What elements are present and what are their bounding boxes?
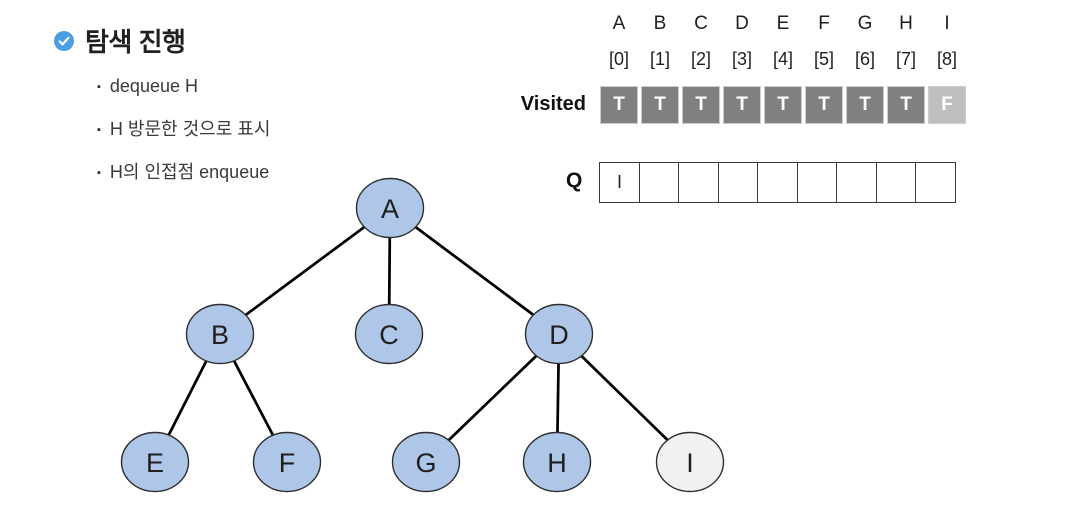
visited-index: [2] [690,49,711,69]
visited-letter: H [899,13,913,34]
bullet-item: ▪ H 방문한 것으로 표시 [97,115,270,143]
queue-label: Q [566,169,583,192]
visited-index: [1] [649,49,670,69]
visited-index: [5] [813,49,834,69]
tree-node-label: I [686,448,694,478]
visited-letter: C [694,13,708,34]
visited-cell: F [928,86,966,124]
tree-node-label: B [211,320,229,350]
tree-node-H: H [522,431,592,493]
tree-node-E: E [120,431,190,493]
queue-cell [836,162,877,203]
queue-cell [678,162,719,203]
bullet-text: H의 인접점 enqueue [109,162,270,182]
visited-letter: E [776,13,790,34]
bullet-text: dequeue H [109,76,198,96]
slide-title: 탐색 진행 [85,27,186,57]
bullet-item: ▪ H의 인접점 enqueue [97,158,270,186]
tree-node-circle [391,431,461,493]
bullet-square-icon: ▪ [97,124,101,136]
tree-node-circle [252,431,322,493]
queue-cell [875,162,917,203]
queue-cell [757,162,798,203]
visited-index: [0] [608,49,629,69]
tree-node-label: H [547,448,567,478]
tree-node-circle [185,303,255,365]
tree-node-circle [524,303,594,365]
bullet-square-icon: ▪ [97,167,101,179]
visited-letter: I [944,13,950,34]
visited-letter: G [857,13,873,34]
tree-node-G: G [391,431,461,493]
queue-cell [717,162,759,203]
tree-node-label: D [549,320,569,350]
tree-edge-A-D [389,206,560,336]
visited-index: [4] [772,49,793,69]
tree-node-A: A [355,177,425,239]
title-row: 탐색 진행 [54,22,186,59]
tree-node-label: C [379,320,399,350]
visited-letter-header-row: A B C D E F G H I [600,13,966,35]
visited-index: [7] [895,49,916,69]
visited-cell: T [764,86,802,124]
tree-node-B: B [185,303,255,365]
bullet-item: ▪ dequeue H [97,72,270,100]
tree-node-label: A [381,194,399,224]
tree-node-circle [655,431,725,493]
queue-cells-row: I [599,162,956,203]
visited-label: Visited [520,93,586,115]
queue-cell [638,162,680,203]
tree-node-I: I [655,431,725,493]
visited-cell: T [682,86,720,124]
visited-letter: F [818,13,830,34]
visited-letter: B [653,13,667,34]
tree-node-C: C [354,303,424,365]
visited-index: [8] [936,49,957,69]
tree-node-label: F [279,448,296,478]
visited-index: [6] [854,49,875,69]
visited-index: [3] [731,49,752,69]
tree-node-circle [522,431,592,493]
tree-node-circle [354,303,424,365]
queue-cell [915,162,956,203]
tree-edge-A-B [219,206,391,336]
check-circle-icon [54,30,74,51]
visited-cell: T [846,86,884,124]
visited-index-header-row: [0] [1] [2] [3] [4] [5] [6] [7] [8] [600,49,966,70]
bullet-list: ▪ dequeue H ▪ H 방문한 것으로 표시 ▪ H의 인접점 enqueue [97,72,270,186]
bullet-square-icon: ▪ [97,81,101,93]
visited-cell: T [641,86,679,124]
visited-letter: A [612,13,626,34]
tree-node-D: D [524,303,594,365]
tree-node-label: E [146,448,164,478]
visited-cell: T [600,86,638,124]
visited-letter: D [735,13,749,34]
bullet-text: H 방문한 것으로 표시 [109,119,271,139]
tree-node-F: F [252,431,322,493]
visited-cell: T [723,86,761,124]
queue-cell [796,162,838,203]
visited-cell: T [887,86,925,124]
tree-node-label: G [415,448,436,478]
visited-cell: T [805,86,843,124]
queue-cell: I [599,162,640,203]
tree-node-circle [120,431,190,493]
tree-node-circle [355,177,425,239]
